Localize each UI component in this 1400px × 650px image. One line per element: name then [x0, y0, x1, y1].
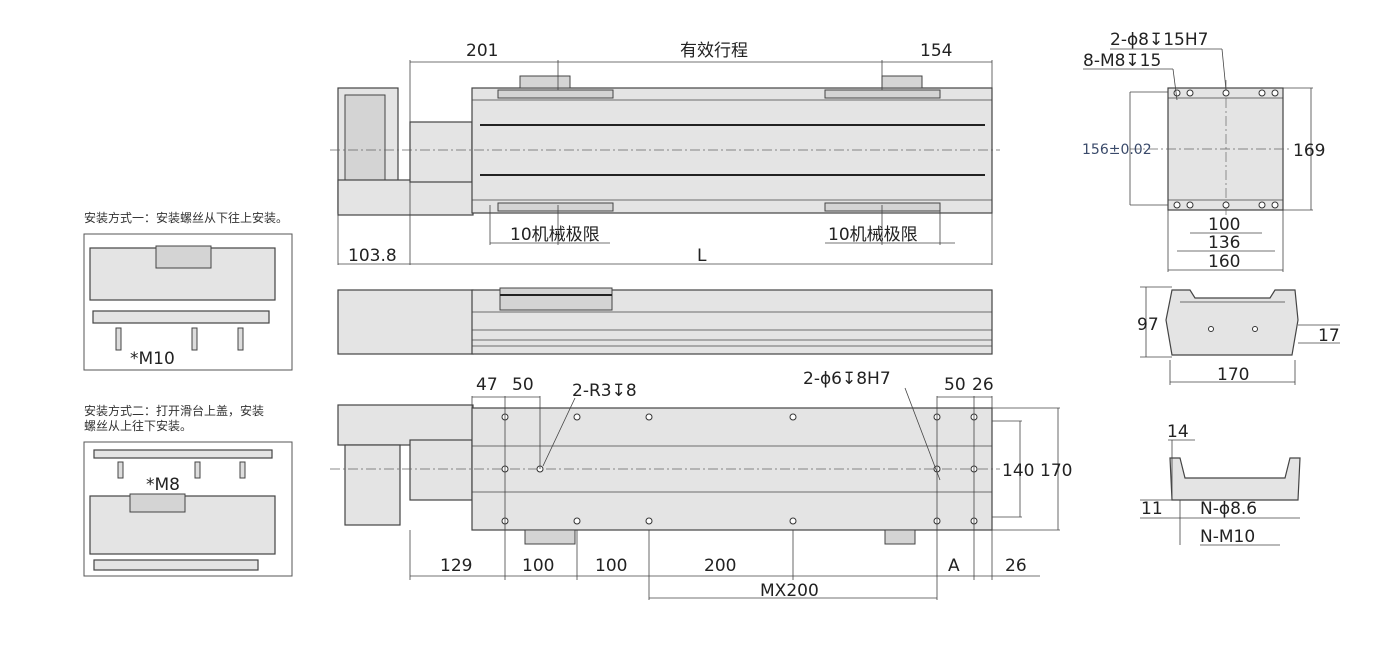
motor-side: [337, 289, 474, 355]
slider-right: [881, 75, 923, 89]
coupling-cover: [409, 121, 473, 183]
mechanical-limit-left: 10机械极限: [510, 225, 600, 245]
end-view: 2-ϕ8↧15H7 8-M8↧15 156±0.02 169 100 136 1…: [1082, 30, 1325, 272]
install-method-1-caption: 安装方式一：安装螺丝从下往上安装。: [84, 210, 288, 225]
dim-26-top: 26: [972, 375, 994, 395]
top-view: 201 有效行程 154 10机械极限 10机械极限 103.8 L: [330, 41, 1000, 266]
dim-L: L: [697, 246, 707, 266]
foot-detail: 14 11 N-ϕ8.6 N-M10: [1140, 422, 1301, 547]
phi6-pin-hole-label: 2-ϕ6↧8H7: [803, 369, 891, 389]
dim-154: 154: [920, 41, 952, 61]
dim-140: 140: [1002, 461, 1034, 481]
dim-170-width: 170: [1217, 365, 1249, 385]
install-method-2-caption-line1: 安装方式二：打开滑台上盖，安装: [84, 403, 264, 418]
dim-14: 14: [1167, 422, 1189, 442]
install-method-1: 安装方式一：安装螺丝从下往上安装。 *M10: [83, 210, 293, 371]
m10-screw-label: *M10: [130, 349, 175, 369]
dim-100: 100: [1208, 215, 1240, 235]
dim-100-b: 100: [595, 556, 627, 576]
side-view: [337, 287, 993, 355]
m8-thread-label: 8-M8↧15: [1083, 51, 1161, 71]
dim-169: 169: [1293, 141, 1325, 161]
actuator-body-side: [471, 289, 993, 355]
slider-left: [519, 75, 571, 89]
dim-201: 201: [466, 41, 498, 61]
dim-50-left: 50: [512, 375, 534, 395]
dim-156-tolerance: 156±0.02: [1082, 142, 1152, 158]
dim-mx200: MX200: [760, 581, 819, 601]
slider-side: [499, 287, 613, 311]
m8-screw-label: *M8: [146, 475, 180, 495]
dim-50-right: 50: [944, 375, 966, 395]
dim-17: 17: [1318, 326, 1340, 346]
motor: [344, 94, 386, 181]
n-phi8-6-label: N-ϕ8.6: [1200, 499, 1257, 519]
bottom-view: 47 50 2-R3↧8 2-ϕ6↧8H7 50 26 140 170 129 …: [330, 369, 1072, 601]
install-method-2-caption-line2: 螺丝从上往下安装。: [84, 418, 192, 433]
section-view: 97 17 170: [1137, 286, 1340, 385]
dim-200: 200: [704, 556, 736, 576]
dim-26-bottom: 26: [1005, 556, 1027, 576]
r3-counterbore-label: 2-R3↧8: [572, 381, 637, 401]
dim-A: A: [948, 556, 960, 576]
dim-103-8: 103.8: [348, 246, 397, 266]
dim-100-a: 100: [522, 556, 554, 576]
effective-stroke-label: 有效行程: [680, 41, 748, 61]
dim-11: 11: [1141, 499, 1163, 519]
actuator-body-top: [471, 87, 993, 214]
phi8-pin-hole-label: 2-ϕ8↧15H7: [1110, 30, 1208, 50]
dim-160: 160: [1208, 252, 1240, 272]
dim-47: 47: [476, 375, 498, 395]
dim-170: 170: [1040, 461, 1072, 481]
n-m10-label: N-M10: [1200, 527, 1255, 547]
dim-97: 97: [1137, 315, 1159, 335]
dim-129: 129: [440, 556, 472, 576]
dim-136: 136: [1208, 233, 1240, 253]
mechanical-limit-right: 10机械极限: [828, 225, 918, 245]
install-method-2: 安装方式二：打开滑台上盖，安装 螺丝从上往下安装。 *M8: [83, 403, 293, 577]
motor-mount: [337, 179, 474, 216]
